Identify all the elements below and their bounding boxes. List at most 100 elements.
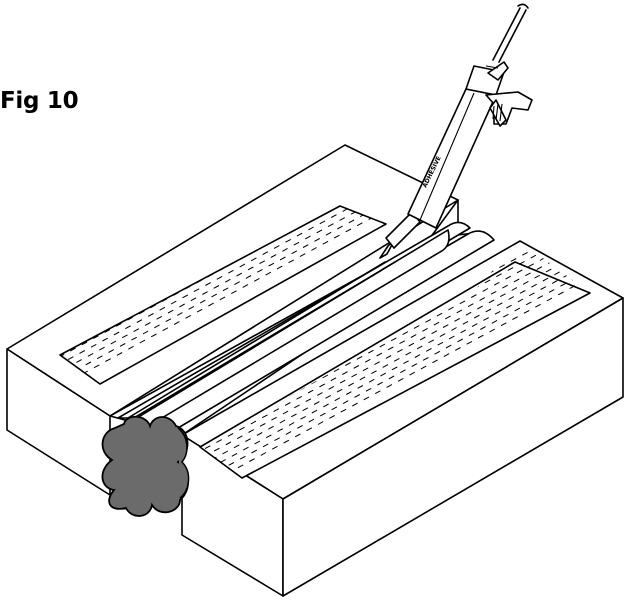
hatch-dash <box>327 223 334 228</box>
hatch-dash <box>241 255 248 259</box>
hatch-dash <box>116 352 123 356</box>
hatch-dash <box>402 169 407 172</box>
hatch-dash <box>219 296 226 301</box>
hatch-dash <box>489 328 496 333</box>
hatch-dash <box>115 322 122 327</box>
hatch-dash <box>313 401 320 405</box>
hatch-dash <box>470 294 477 298</box>
hatch-dash <box>257 268 263 273</box>
hatch-dash <box>308 418 315 423</box>
hatch-dash <box>253 277 260 282</box>
hatch-dash <box>385 355 392 359</box>
hatch-dash <box>510 258 517 262</box>
hatch-dash <box>413 325 420 329</box>
hatch-dash <box>311 247 317 251</box>
hatch-dash <box>411 363 418 367</box>
hatch-dash <box>231 290 237 295</box>
hatch-dash <box>251 449 258 454</box>
hatch-dash <box>331 406 338 411</box>
hatch-dash <box>363 396 370 401</box>
hatch-dash <box>323 403 329 408</box>
hatch-dash <box>242 446 249 451</box>
compression-seal <box>101 221 495 517</box>
hatch-dash <box>322 240 329 245</box>
hatch-dash <box>288 259 295 264</box>
hatch-dash <box>409 371 416 376</box>
hatch-dash <box>330 377 337 382</box>
hatch-dash <box>131 336 137 341</box>
hatch-dash <box>136 319 143 323</box>
hatch-dash <box>274 437 280 442</box>
hatch-dash <box>531 283 537 288</box>
hatch-dash <box>551 280 558 284</box>
hatch-dash <box>259 423 266 427</box>
hatch-dash <box>465 311 472 316</box>
hatch-dash <box>319 412 326 417</box>
hatch-dash <box>414 354 421 358</box>
hatch-dash <box>522 251 528 256</box>
hatch-dash <box>314 238 320 242</box>
hatch-dash <box>110 340 117 345</box>
hatch-dash <box>339 379 346 384</box>
hatch-dash <box>311 409 318 414</box>
hatch-dash <box>284 402 291 406</box>
hatch-dash <box>290 413 297 418</box>
hatch-dash <box>416 345 423 350</box>
hatch-dash <box>342 208 349 212</box>
hatch-dash <box>282 247 288 252</box>
hatch-dash <box>317 421 324 425</box>
hatch-dash <box>156 315 163 320</box>
hatch-dash <box>482 288 489 292</box>
hatch-dash <box>211 293 218 298</box>
hatch-dash <box>348 382 354 387</box>
hatch-dash <box>248 429 255 433</box>
hatch-dash <box>368 349 374 354</box>
hatch-dash <box>319 220 326 225</box>
hatch-dash <box>466 340 473 345</box>
hatch-dash <box>220 459 226 463</box>
hatch-dash <box>425 347 432 352</box>
hatch-dash <box>79 350 86 354</box>
hatch-dash <box>502 313 509 318</box>
hatch-dash <box>496 273 502 278</box>
hatch-dash <box>512 316 518 320</box>
hatch-dash <box>294 404 300 409</box>
hatch-dash <box>236 435 243 440</box>
hatch-dash <box>254 440 261 445</box>
hatch-dash <box>414 163 419 166</box>
hatch-dash <box>170 300 177 305</box>
hatch-dash <box>299 253 306 258</box>
hatch-dash <box>239 455 246 460</box>
hatch-dash <box>448 306 454 311</box>
hatch-dash <box>333 234 340 239</box>
hatch-dash <box>420 174 425 177</box>
hatch-dash <box>271 416 277 421</box>
hatch-dash <box>279 419 286 424</box>
hatch-dash <box>448 335 455 340</box>
hatch-dash <box>505 275 512 280</box>
hatch-dash <box>419 336 426 341</box>
hatch-dash <box>105 358 111 362</box>
hatch-dash <box>397 377 404 382</box>
hatch-dash <box>231 452 238 457</box>
hatch-dash <box>185 314 192 319</box>
hatch-dash <box>388 375 395 380</box>
hatch-dash <box>546 297 553 302</box>
hatch-dash <box>139 339 146 344</box>
hatch-dash <box>268 425 274 430</box>
hatch-dash <box>142 330 149 335</box>
hatch-dash <box>224 278 231 283</box>
hatch-dash <box>87 352 94 357</box>
hatch-dash <box>268 262 275 267</box>
hatch-dash <box>288 422 295 426</box>
hatch-dash <box>119 343 126 347</box>
hatch-dash <box>459 300 466 305</box>
hatch-dash <box>293 241 300 246</box>
hatch-dash <box>508 296 515 300</box>
hatch-dash <box>411 172 416 175</box>
hatch-dash <box>507 267 514 271</box>
hatch-dash <box>333 368 340 373</box>
hatch-dash <box>371 370 377 375</box>
hatch-dash <box>262 251 269 256</box>
